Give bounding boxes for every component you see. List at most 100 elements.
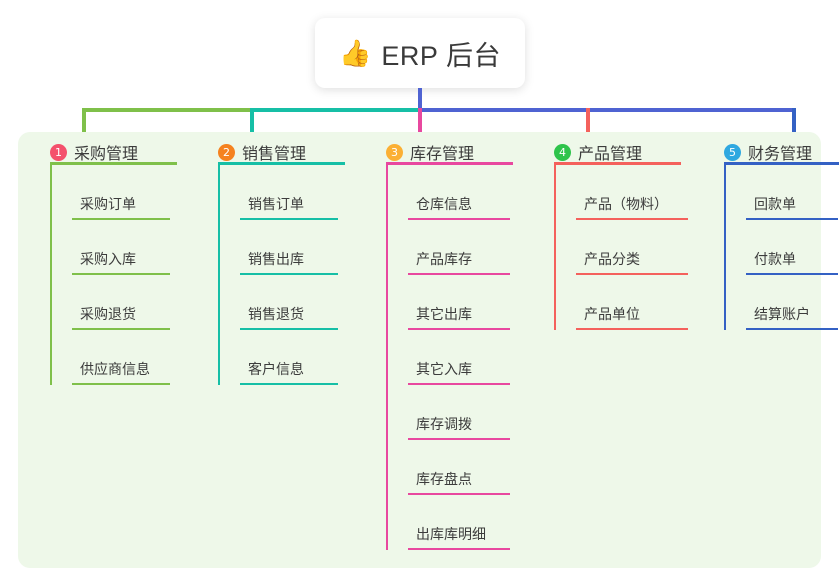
leaf-item-label: 采购订单 xyxy=(80,196,136,212)
leaf-item-rule xyxy=(240,383,338,385)
leaf-item-rule xyxy=(576,218,688,220)
leaf-item[interactable]: 销售订单 xyxy=(240,165,366,220)
leaf-item[interactable]: 销售退货 xyxy=(240,275,366,330)
leaf-item-label: 结算账户 xyxy=(754,306,810,322)
leaf-item-rule xyxy=(746,273,838,275)
leaf-item[interactable]: 库存盘点 xyxy=(408,440,542,495)
branch-column-4: 4 产品管理产品（物料） 产品分类产品单位 xyxy=(542,132,712,330)
leaf-item-label: 库存盘点 xyxy=(416,471,472,487)
leaf-item-rule xyxy=(240,218,338,220)
branch-title: 销售管理 xyxy=(242,146,307,163)
leaf-item-label: 其它入库 xyxy=(416,361,472,377)
branch-number-badge: 5 xyxy=(724,143,741,161)
connector-bus-middle xyxy=(250,108,418,112)
leaf-item-rule xyxy=(240,328,338,330)
leaf-item-rule xyxy=(408,548,510,550)
leaf-item-label: 库存调拨 xyxy=(416,416,472,432)
branch-leaf-list: 仓库信息产品库存其它出库其它入库库存调拨库存盘点出库库明细 xyxy=(386,165,542,550)
branch-leaf-list: 产品（物料） 产品分类产品单位 xyxy=(554,165,712,330)
branch-header-rule xyxy=(386,162,513,165)
branch-leaf-list: 销售订单销售出库销售退货客户信息 xyxy=(218,165,366,385)
branch-header-rule xyxy=(50,162,177,165)
leaf-item-label: 其它出库 xyxy=(416,306,472,322)
leaf-item[interactable]: 供应商信息 xyxy=(72,330,198,385)
branch-header-采购管理[interactable]: 1 采购管理 xyxy=(38,132,198,163)
branch-header-rule xyxy=(554,162,681,165)
branch-number-badge: 4 xyxy=(554,143,571,161)
branch-leaf-list: 回款单付款单结算账户 xyxy=(724,165,839,330)
leaf-item-rule xyxy=(576,273,688,275)
branch-header-库存管理[interactable]: 3 库存管理 xyxy=(374,132,542,163)
branch-column-1: 1 采购管理采购订单采购入库采购退货供应商信息 xyxy=(38,132,198,385)
leaf-item[interactable]: 采购入库 xyxy=(72,220,198,275)
leaf-item-label: 销售出库 xyxy=(248,251,304,267)
leaf-item-label: 产品（物料） xyxy=(584,196,668,212)
branch-title: 采购管理 xyxy=(74,146,139,163)
leaf-item[interactable]: 销售出库 xyxy=(240,220,366,275)
leaf-item-rule xyxy=(408,383,510,385)
connector-bus-left xyxy=(82,108,250,112)
leaf-item-label: 产品分类 xyxy=(584,251,640,267)
leaf-item[interactable]: 回款单 xyxy=(746,165,839,220)
leaf-item-rule xyxy=(72,383,170,385)
leaf-item-rule xyxy=(72,218,170,220)
leaf-item[interactable]: 产品（物料） xyxy=(576,165,712,220)
branch-number-badge: 3 xyxy=(386,143,403,161)
leaf-item-label: 产品单位 xyxy=(584,306,640,322)
branch-number-badge: 1 xyxy=(50,143,67,161)
leaf-item[interactable]: 采购订单 xyxy=(72,165,198,220)
branch-trunk-line xyxy=(386,165,388,550)
leaf-item[interactable]: 产品单位 xyxy=(576,275,712,330)
leaf-item-label: 回款单 xyxy=(754,196,796,212)
branch-trunk-line xyxy=(554,165,556,330)
leaf-item-label: 采购入库 xyxy=(80,251,136,267)
leaf-item-rule xyxy=(746,218,838,220)
leaf-item-label: 销售退货 xyxy=(248,306,304,322)
leaf-item-label: 出库库明细 xyxy=(416,526,486,542)
leaf-item[interactable]: 产品库存 xyxy=(408,220,542,275)
branch-column-5: 5 财务管理回款单付款单结算账户 xyxy=(712,132,839,330)
leaf-item[interactable]: 其它出库 xyxy=(408,275,542,330)
branch-header-财务管理[interactable]: 5 财务管理 xyxy=(712,132,839,163)
leaf-item-label: 销售订单 xyxy=(248,196,304,212)
leaf-item-rule xyxy=(408,438,510,440)
leaf-item-rule xyxy=(408,493,510,495)
branch-header-销售管理[interactable]: 2 销售管理 xyxy=(206,132,366,163)
root-node-card[interactable]: 👍 ERP 后台 xyxy=(315,18,525,88)
thumbs-up-icon: 👍 xyxy=(339,38,372,68)
leaf-item[interactable]: 其它入库 xyxy=(408,330,542,385)
branch-column-2: 2 销售管理销售订单销售出库销售退货客户信息 xyxy=(206,132,366,385)
leaf-item-rule xyxy=(72,273,170,275)
leaf-item-label: 供应商信息 xyxy=(80,361,150,377)
leaf-item-rule xyxy=(576,328,688,330)
branch-title: 财务管理 xyxy=(748,146,813,163)
connector-root-stem xyxy=(418,88,422,110)
leaf-item[interactable]: 产品分类 xyxy=(576,220,712,275)
branch-column-3: 3 库存管理仓库信息产品库存其它出库其它入库库存调拨库存盘点出库库明细 xyxy=(374,132,542,550)
leaf-item-label: 产品库存 xyxy=(416,251,472,267)
leaf-item[interactable]: 仓库信息 xyxy=(408,165,542,220)
branch-title: 产品管理 xyxy=(578,146,643,163)
branch-header-rule xyxy=(724,162,839,165)
branch-header-产品管理[interactable]: 4 产品管理 xyxy=(542,132,712,163)
branch-header-rule xyxy=(218,162,345,165)
leaf-item[interactable]: 采购退货 xyxy=(72,275,198,330)
leaf-item[interactable]: 出库库明细 xyxy=(408,495,542,550)
leaf-item-label: 采购退货 xyxy=(80,306,136,322)
branch-trunk-line xyxy=(50,165,52,385)
leaf-item-rule xyxy=(72,328,170,330)
branch-leaf-list: 采购订单采购入库采购退货供应商信息 xyxy=(50,165,198,385)
leaf-item-label: 客户信息 xyxy=(248,361,304,377)
connector-bus-right xyxy=(418,108,796,112)
branch-title: 库存管理 xyxy=(410,146,475,163)
leaf-item-rule xyxy=(408,218,510,220)
leaf-item[interactable]: 客户信息 xyxy=(240,330,366,385)
branch-number-badge: 2 xyxy=(218,143,235,161)
leaf-item-rule xyxy=(408,273,510,275)
leaf-item-label: 仓库信息 xyxy=(416,196,472,212)
leaf-item-label: 付款单 xyxy=(754,251,796,267)
leaf-item-rule xyxy=(408,328,510,330)
leaf-item[interactable]: 付款单 xyxy=(746,220,839,275)
leaf-item[interactable]: 结算账户 xyxy=(746,275,839,330)
leaf-item[interactable]: 库存调拨 xyxy=(408,385,542,440)
